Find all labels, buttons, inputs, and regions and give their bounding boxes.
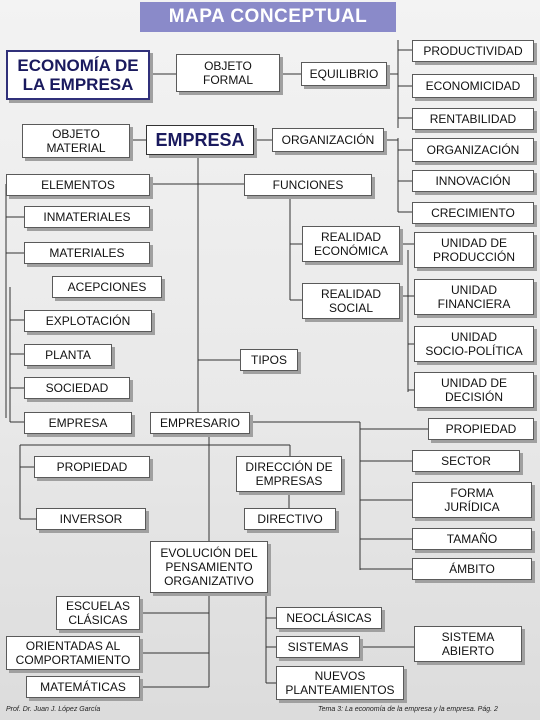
node-sector: SECTOR <box>412 450 520 472</box>
node-tamano: TAMAÑO <box>412 528 532 550</box>
footer-topic: Tema 3: La economía de la empresa y la e… <box>318 706 498 713</box>
node-crecimiento: CRECIMIENTO <box>412 202 534 224</box>
node-equilibrio: EQUILIBRIO <box>301 62 387 86</box>
node-realidad-economica: REALIDAD ECONÓMICA <box>302 226 400 262</box>
node-explotacion: EXPLOTACIÓN <box>24 310 152 332</box>
node-planta: PLANTA <box>24 344 112 366</box>
node-propiedad-derecha: PROPIEDAD <box>428 418 534 440</box>
node-empresario: EMPRESARIO <box>150 412 250 434</box>
node-escuelas-clasicas: ESCUELAS CLÁSICAS <box>56 596 140 630</box>
node-nuevos-planteamientos: NUEVOS PLANTEAMIENTOS <box>276 666 404 700</box>
node-neoclasicas: NEOCLÁSICAS <box>276 607 382 629</box>
node-sistemas: SISTEMAS <box>276 636 360 658</box>
node-propiedad-izquierda: PROPIEDAD <box>34 456 150 478</box>
footer-author: Prof. Dr. Juan J. López García <box>6 706 101 713</box>
node-objeto-material: OBJETO MATERIAL <box>22 124 130 158</box>
node-economia: ECONOMÍA DE LA EMPRESA <box>6 50 150 100</box>
node-empresa-tipo: EMPRESA <box>24 412 132 434</box>
node-tipos: TIPOS <box>240 349 298 371</box>
node-organizacion: ORGANIZACIÓN <box>272 128 384 152</box>
node-economicidad: ECONOMICIDAD <box>412 74 534 98</box>
node-materiales: MATERIALES <box>24 242 150 264</box>
node-evolucion-pensamiento: EVOLUCIÓN DEL PENSAMIENTO ORGANIZATIVO <box>150 541 268 593</box>
node-objeto-formal: OBJETO FORMAL <box>176 54 280 92</box>
node-acepciones: ACEPCIONES <box>52 276 162 298</box>
node-unidad-produccion: UNIDAD DE PRODUCCIÓN <box>414 232 534 268</box>
node-sistema-abierto: SISTEMA ABIERTO <box>414 626 522 662</box>
node-sociedad: SOCIEDAD <box>24 377 130 399</box>
node-rentabilidad: RENTABILIDAD <box>412 108 534 130</box>
node-unidad-financiera: UNIDAD FINANCIERA <box>414 279 534 315</box>
page-title: MAPA CONCEPTUAL <box>140 2 396 32</box>
node-inmateriales: INMATERIALES <box>24 206 150 228</box>
node-inversor: INVERSOR <box>36 508 146 530</box>
node-ambito: ÁMBITO <box>412 558 532 580</box>
node-funciones: FUNCIONES <box>244 174 372 196</box>
node-unidad-decision: UNIDAD DE DECISIÓN <box>414 372 534 408</box>
node-innovacion: INNOVACIÓN <box>412 170 534 192</box>
node-unidad-sociopolitica: UNIDAD SOCIO-POLÍTICA <box>414 326 534 362</box>
node-productividad: PRODUCTIVIDAD <box>412 40 534 62</box>
node-direccion-empresas: DIRECCIÓN DE EMPRESAS <box>236 456 342 492</box>
node-organizacion-derecha: ORGANIZACIÓN <box>412 138 534 162</box>
node-elementos: ELEMENTOS <box>6 174 150 196</box>
node-orientadas-comportamiento: ORIENTADAS AL COMPORTAMIENTO <box>6 636 140 670</box>
node-empresa-central: EMPRESA <box>146 125 254 155</box>
node-matematicas: MATEMÁTICAS <box>26 676 140 698</box>
node-forma-juridica: FORMA JURÍDICA <box>412 482 532 518</box>
node-realidad-social: REALIDAD SOCIAL <box>302 283 400 319</box>
node-directivo: DIRECTIVO <box>244 508 336 530</box>
